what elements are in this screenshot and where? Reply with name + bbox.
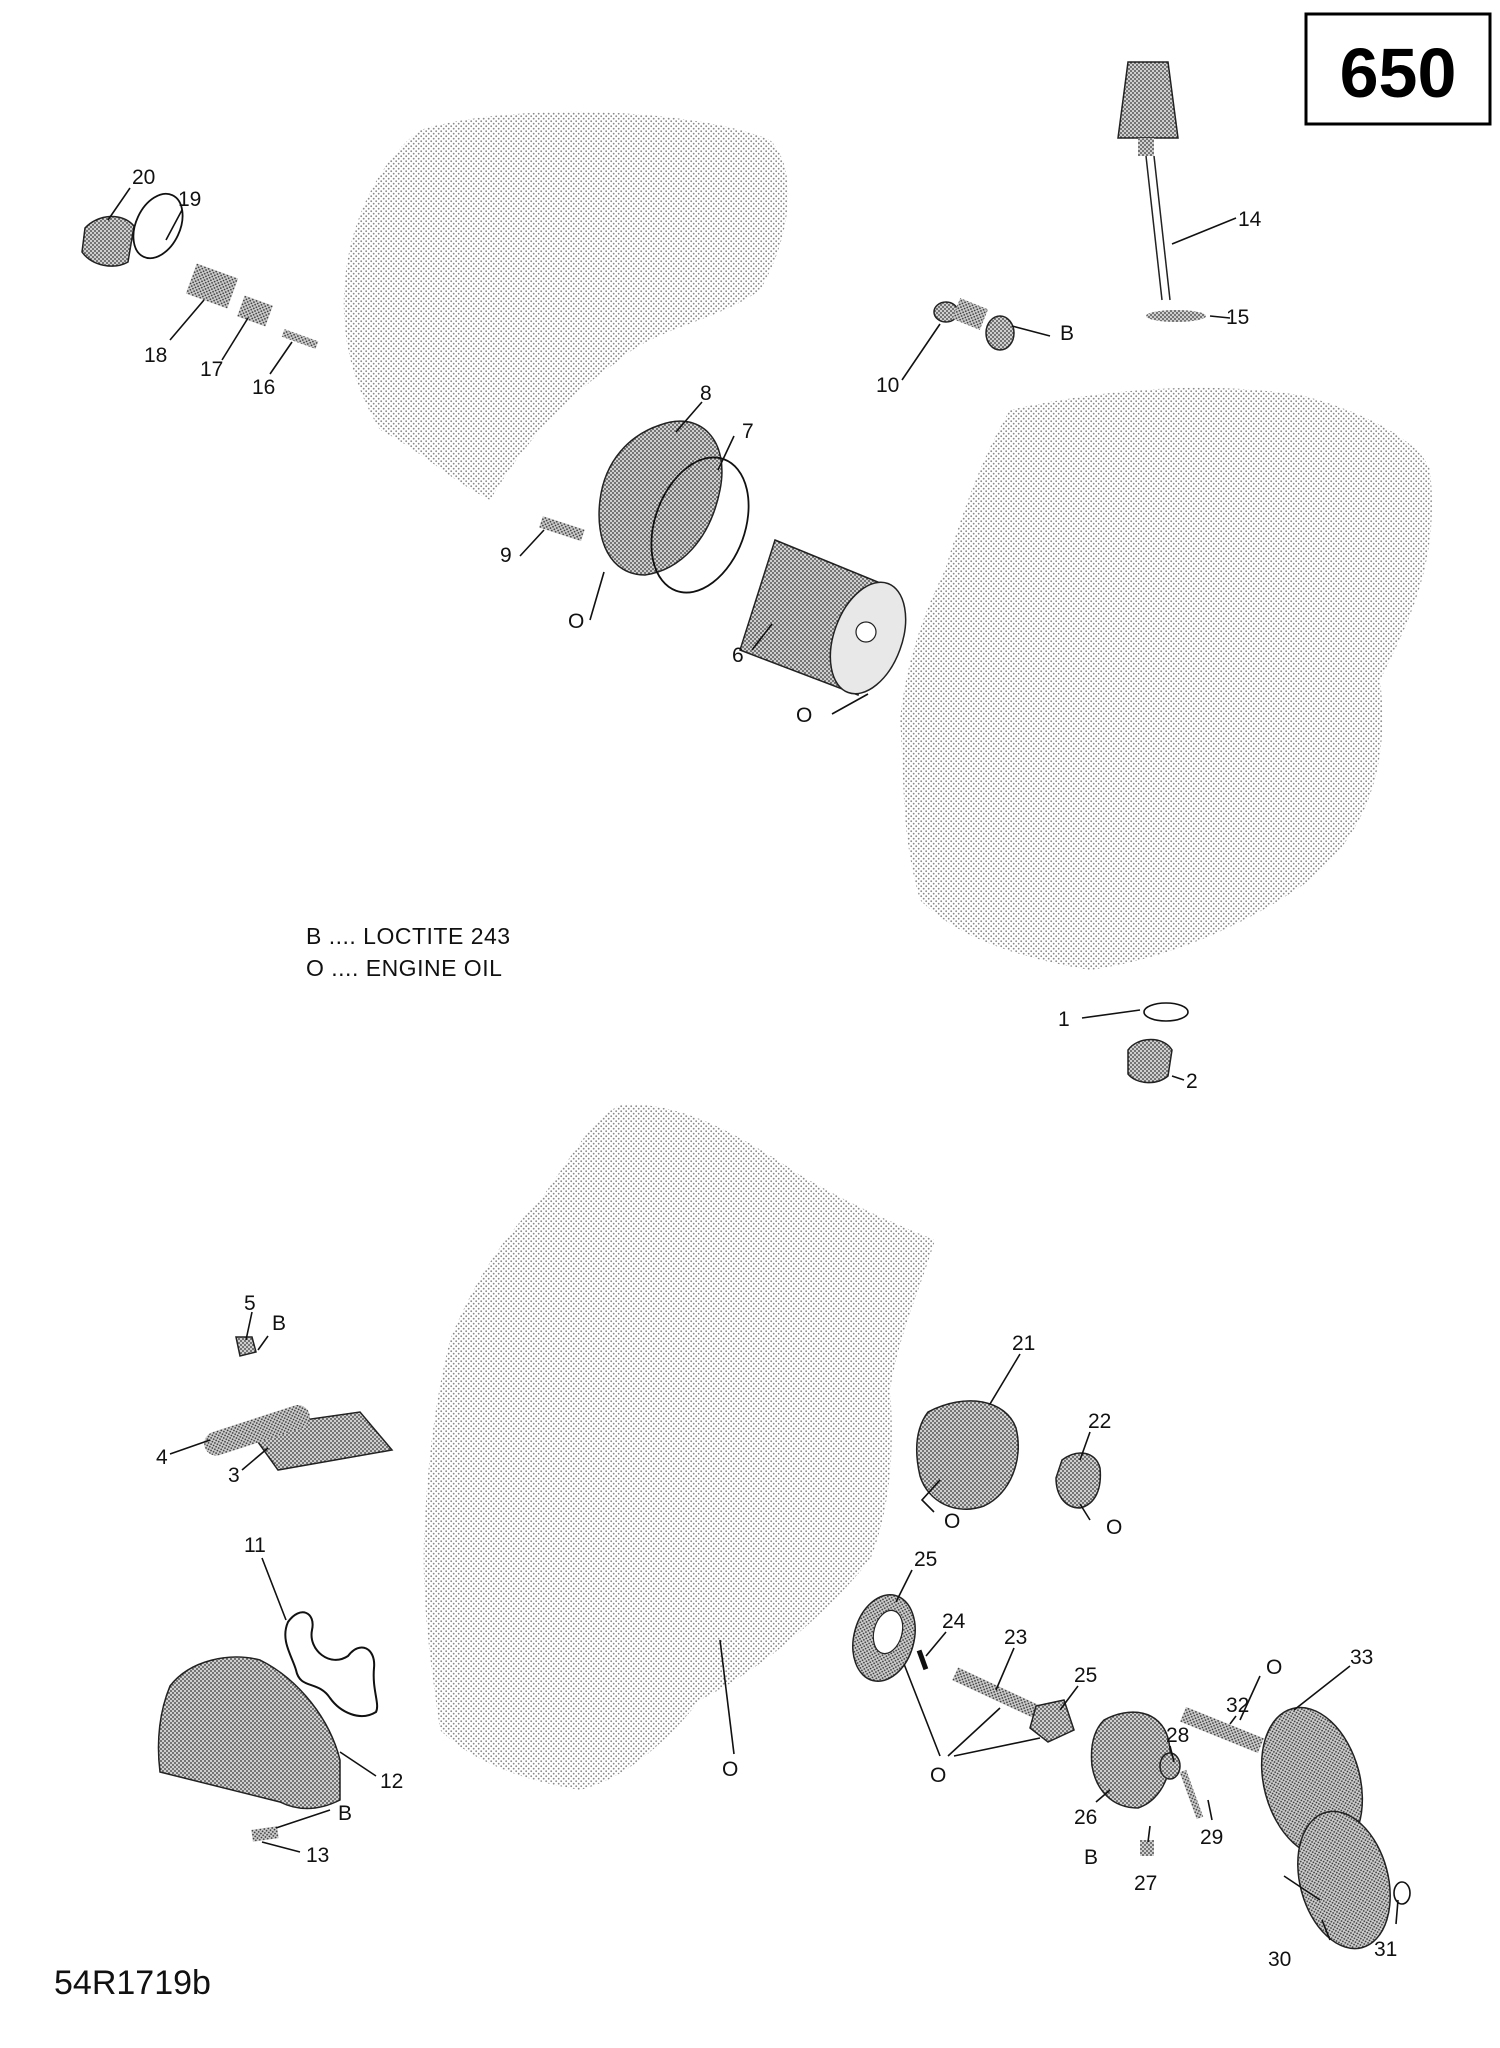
marker-loctite-oil-pan: B: [338, 1802, 352, 1825]
callout-22: 22: [1088, 1410, 1111, 1433]
callout-18: 18: [144, 344, 167, 367]
callout-24: 24: [942, 1610, 966, 1633]
crankcase-cover: [343, 111, 789, 501]
callout-30: 30: [1268, 1948, 1291, 1971]
callout-33: 33: [1350, 1646, 1373, 1669]
callout-12: 12: [380, 1770, 403, 1793]
callout-17: 17: [200, 358, 223, 381]
marker-oil-pump-housing: O: [944, 1510, 960, 1533]
oil-pressure-sensor: [933, 298, 1015, 351]
material-markers: O O B B O O B O O B O: [272, 322, 1282, 1869]
oil-filter-cover: [598, 420, 723, 576]
callout-31: 31: [1374, 1938, 1397, 1961]
callout-32: 32: [1226, 1694, 1249, 1717]
callout-7: 7: [742, 420, 754, 443]
callout-19: 19: [178, 188, 201, 211]
callout-2: 2: [1186, 1070, 1198, 1093]
reference-number: 650: [1340, 34, 1457, 112]
oil-pump-housing: [915, 1400, 1019, 1510]
callout-21: 21: [1012, 1332, 1035, 1355]
callout-11: 11: [244, 1534, 266, 1557]
callout-14: 14: [1238, 208, 1262, 231]
legend-line-oil: O .... ENGINE OIL: [306, 955, 502, 981]
dipstick-o-ring: [1146, 310, 1206, 322]
idler-shaft: [1180, 1706, 1264, 1754]
legend: B .... LOCTITE 243 O .... ENGINE OIL: [306, 923, 511, 981]
callout-5: 5: [244, 1292, 256, 1315]
crankcase-housing: [900, 387, 1432, 970]
dipstick: [1117, 61, 1179, 301]
callout-15: 15: [1226, 306, 1249, 329]
marker-oil-cover: O: [568, 610, 584, 633]
pump-cover-screw: [1140, 1840, 1154, 1856]
drive-pin: [916, 1649, 929, 1671]
callout-labels: 20 19 18 17 16 8 7 9 6 10 14 15 1 2 5 4 …: [132, 166, 1397, 1971]
callout-28: 28: [1166, 1724, 1189, 1747]
callout-26: 26: [1074, 1806, 1097, 1829]
callout-25-upper: 25: [914, 1548, 937, 1571]
leader-lines: [107, 187, 1399, 1941]
gear-circlip: [1393, 1881, 1411, 1905]
callout-1: 1: [1058, 1008, 1070, 1031]
callout-4: 4: [156, 1446, 168, 1469]
callout-29: 29: [1200, 1826, 1223, 1849]
marker-oil-filter: O: [796, 704, 812, 727]
oil-pump-inner-rotor: [852, 1594, 916, 1682]
reference-box: 650: [1304, 12, 1492, 126]
callout-3: 3: [228, 1464, 240, 1487]
oil-pan-gasket: [284, 1611, 379, 1717]
marker-oil-crankcase: O: [722, 1758, 738, 1781]
callout-27: 27: [1134, 1872, 1157, 1895]
oil-strainer: [204, 1336, 394, 1471]
marker-oil-rotor: O: [1106, 1516, 1122, 1539]
drain-plug-o-ring: [1143, 1002, 1189, 1022]
callout-6: 6: [732, 644, 744, 667]
callout-25-lower: 25: [1074, 1664, 1097, 1687]
shaft-washer: [1159, 1752, 1181, 1780]
oil-pump-cover: [1090, 1711, 1172, 1809]
callout-23: 23: [1004, 1626, 1027, 1649]
cover-bolt: [539, 516, 585, 542]
oil-pump-rotor: [1055, 1452, 1102, 1509]
marker-loctite-cover-screw: B: [1084, 1846, 1098, 1869]
marker-loctite-sensor: B: [1060, 322, 1074, 345]
drive-gear: [1297, 1810, 1391, 1950]
callout-8: 8: [700, 382, 712, 405]
oil-pump-gear: [1029, 1699, 1075, 1743]
marker-oil-idler-shaft: O: [1266, 1656, 1282, 1679]
oil-pump-shaft: [952, 1667, 1058, 1727]
legend-line-loctite: B .... LOCTITE 243: [306, 923, 511, 949]
callout-9: 9: [500, 544, 512, 567]
oil-pan: [157, 1656, 341, 1810]
drain-plug: [1127, 1038, 1173, 1084]
callout-20: 20: [132, 166, 155, 189]
callout-13: 13: [306, 1844, 329, 1867]
oil-pan-bolt: [251, 1826, 279, 1842]
marker-oil-shaft: O: [930, 1764, 946, 1787]
callout-16: 16: [252, 376, 275, 399]
relief-valve-assembly: [81, 192, 319, 349]
marker-loctite-strainer: B: [272, 1312, 286, 1335]
lower-crankcase: [423, 1104, 935, 1790]
callout-10: 10: [876, 374, 899, 397]
retaining-pin: [1179, 1769, 1204, 1820]
oil-filter: [739, 538, 907, 697]
drawing-code: 54R1719b: [54, 1964, 211, 2002]
